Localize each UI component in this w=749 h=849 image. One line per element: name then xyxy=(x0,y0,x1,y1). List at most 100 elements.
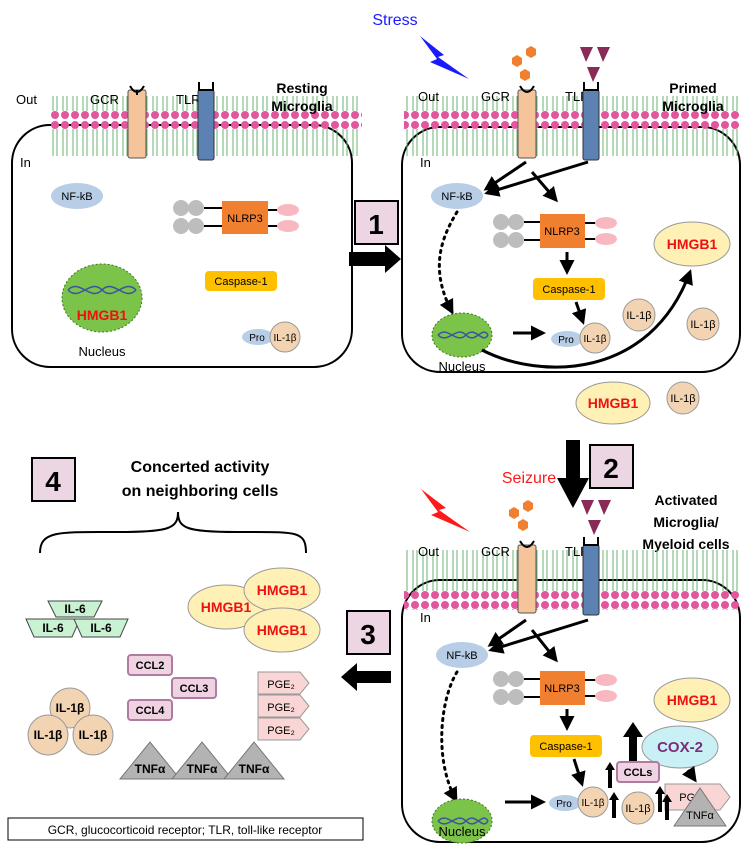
il1b-primed-1-label: IL-1β xyxy=(626,310,651,322)
il1b-activated-label: IL-1β xyxy=(625,803,650,815)
primed-panel: Out In GCR TLR Primed Microglia NF-kB xyxy=(401,46,741,374)
pro-label: Pro xyxy=(249,333,265,344)
cox2-label: COX-2 xyxy=(657,739,703,756)
il6-3 xyxy=(73,618,129,638)
hmgb1-primed xyxy=(653,221,731,267)
resting-title-line2: Microglia xyxy=(271,98,333,114)
concerted-title-line2: on neighboring cells xyxy=(122,483,279,500)
glucocorticoid-ligands xyxy=(512,46,536,81)
activated-title-line3: Myeloid cells xyxy=(642,536,729,552)
hmgb1-group: HMGB1 HMGB1 HMGB1 xyxy=(187,567,321,653)
out-label-primed: Out xyxy=(418,89,439,104)
hmgb1-release-arrow xyxy=(481,269,693,369)
tlr-ligands-activated xyxy=(581,500,611,535)
resting-panel: Out In GCR TLR Resting Microglia NF-kB N… xyxy=(11,80,362,368)
caspase-1 xyxy=(205,271,277,291)
activated-panel: Out In GCR TLR NF-kB xyxy=(401,500,741,844)
tnfa-1 xyxy=(118,741,182,780)
legend-text: GCR, glucocorticoid receptor; TLR, toll-… xyxy=(48,823,323,837)
in-label-primed: In xyxy=(420,155,431,170)
activated-title-line1: Activated xyxy=(654,492,717,508)
tlr-receptor-primed xyxy=(582,89,600,161)
primed-title-line2: Microglia xyxy=(662,98,724,114)
resting-nucleus xyxy=(61,263,143,333)
caspase-label-primed: Caspase-1 xyxy=(542,284,595,296)
il1b-extracellular-2-label: IL-1β xyxy=(34,728,63,742)
gcr-receptor xyxy=(127,89,147,159)
hmgb1-extracellular-3 xyxy=(243,607,321,653)
nfkb-primed xyxy=(431,183,483,209)
step-1-number: 1 xyxy=(368,209,384,240)
gcr-label-activated: GCR xyxy=(481,544,510,559)
activated-membrane xyxy=(404,550,740,610)
primed-membrane xyxy=(404,96,740,156)
concerted-title-line1: Concerted activity xyxy=(131,459,270,476)
caspase-1-activated xyxy=(530,735,602,757)
hmgb1-primed-label: HMGB1 xyxy=(667,236,718,252)
nlrp3-label: NLRP3 xyxy=(227,213,262,225)
il1b-extracellular-3 xyxy=(72,714,114,756)
step-3-number: 3 xyxy=(360,619,376,650)
il1b-released xyxy=(666,381,700,415)
hmgb1-extracellular-3-label: HMGB1 xyxy=(257,622,308,638)
il1b-extracellular-2 xyxy=(27,714,69,756)
tlr-receptor xyxy=(197,89,215,161)
step-4-number: 4 xyxy=(45,466,61,497)
gcr-receptor-activated xyxy=(517,544,537,614)
out-label: Out xyxy=(16,92,37,107)
tnfa-1-label: TNFα xyxy=(135,762,166,776)
tnfa-activated-label: TNFα xyxy=(686,810,714,822)
ccl3-label: CCL3 xyxy=(180,683,209,695)
ccls-activated xyxy=(616,761,660,783)
il1b-extracellular-1-label: IL-1β xyxy=(56,701,85,715)
resting-hmgb1-label: HMGB1 xyxy=(77,307,128,323)
nfkb-label-activated: NF-kB xyxy=(446,650,477,662)
pro-il1b-label: IL-1β xyxy=(274,333,297,344)
pge2-3 xyxy=(257,717,310,741)
in-label: In xyxy=(20,155,31,170)
nlrp3-complex-primed: NLRP3 xyxy=(493,214,617,248)
ccls-label: CCLs xyxy=(624,767,653,779)
pro-il1b-primed xyxy=(579,322,611,354)
hmgb1-activated xyxy=(653,677,731,723)
tnfa-group: TNFα TNFα TNFα xyxy=(118,741,286,780)
pge2-3-label: PGE₂ xyxy=(267,725,295,737)
il6-2 xyxy=(25,618,81,638)
caspase-label: Caspase-1 xyxy=(214,276,267,288)
resting-title-line1: Resting xyxy=(276,80,327,96)
ccl2 xyxy=(127,654,173,676)
gcr-label: GCR xyxy=(90,92,119,107)
caspase-label-activated: Caspase-1 xyxy=(539,741,592,753)
pro-label-primed: Pro xyxy=(558,335,574,346)
step-4-box xyxy=(31,457,76,502)
hmgb1-released-label: HMGB1 xyxy=(588,395,639,411)
il6-2-label: IL-6 xyxy=(42,621,64,635)
nlrp3-complex-activated: NLRP3 xyxy=(493,671,617,705)
activated-title-line2: Microglia/ xyxy=(653,514,718,530)
step-2-number: 2 xyxy=(603,453,619,484)
brace xyxy=(39,511,307,554)
pge2-2 xyxy=(257,694,310,718)
step-1-box xyxy=(354,200,399,245)
nfkb xyxy=(51,183,103,209)
cox2-up-arrow-icon xyxy=(623,722,643,765)
il1b-activated xyxy=(621,791,655,825)
tlr-label: TLR xyxy=(176,92,201,107)
nlrp3-label-activated: NLRP3 xyxy=(544,683,579,695)
seizure-lightning-icon xyxy=(421,489,470,532)
legend-box xyxy=(7,817,364,841)
gcr-receptor-primed xyxy=(517,89,537,159)
tlr-binding-site xyxy=(198,82,214,91)
pge2-1 xyxy=(257,671,310,695)
activated-nucleus-label: Nucleus xyxy=(439,824,486,839)
ccl3 xyxy=(171,677,217,699)
ccl2-label: CCL2 xyxy=(136,660,165,672)
nfkb-to-nucleus-arrow xyxy=(437,210,459,315)
il6-1-label: IL-6 xyxy=(64,602,86,616)
step-2-arrow xyxy=(557,440,589,508)
in-label-activated: In xyxy=(420,610,431,625)
pro-il1b-activated-label: IL-1β xyxy=(582,798,605,809)
seizure-label: Seizure xyxy=(502,470,556,487)
step-2-box xyxy=(589,444,634,489)
tnfa-activated xyxy=(673,787,727,827)
